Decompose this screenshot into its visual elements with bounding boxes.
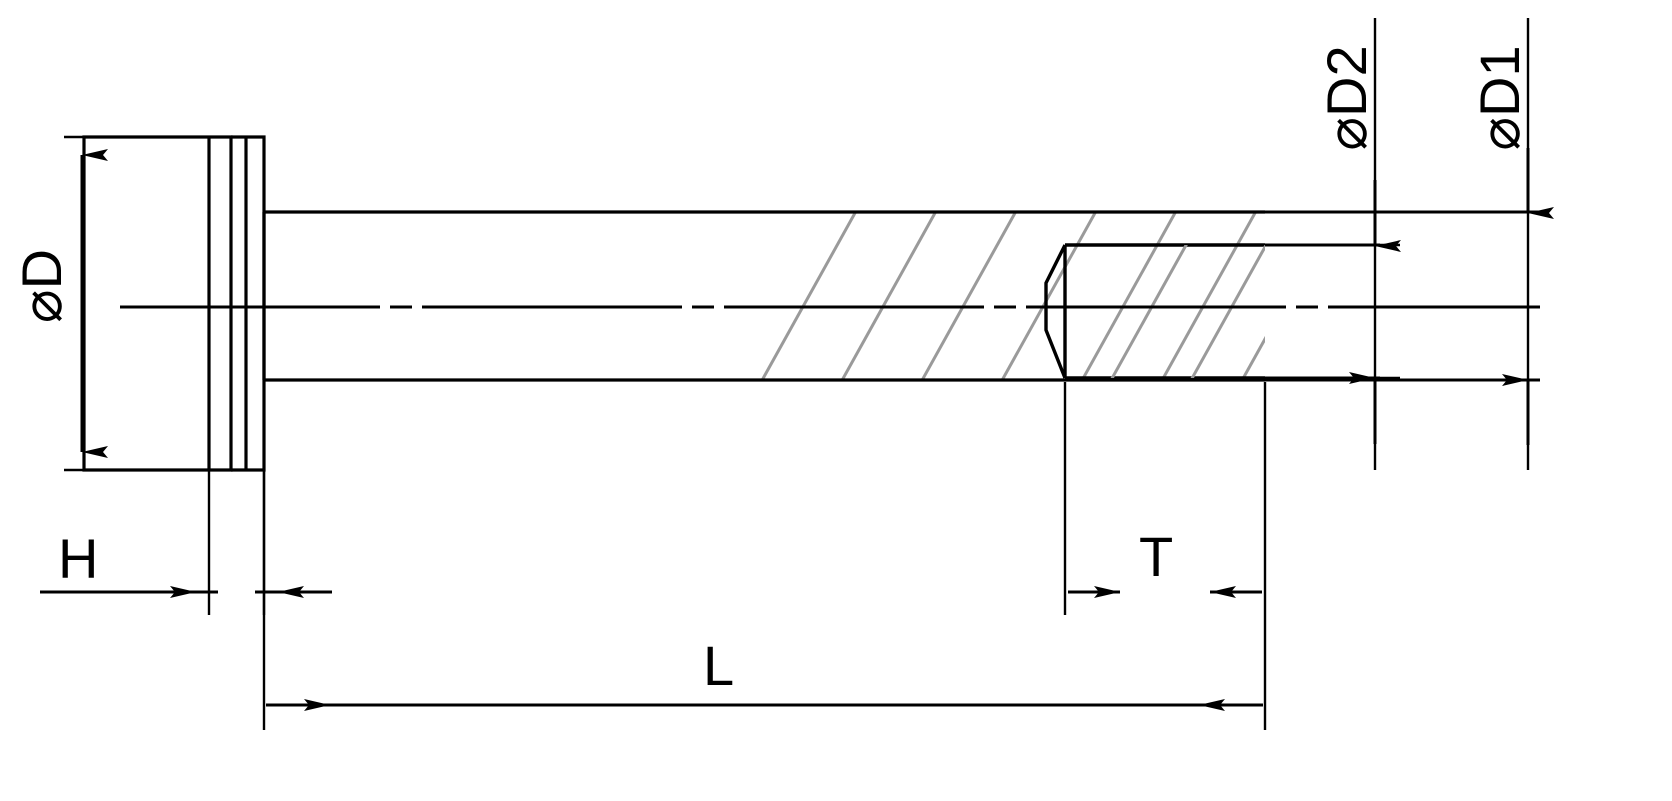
label-tip-length: T (1139, 525, 1174, 588)
label-minor-diameter: ⌀D2 (1315, 45, 1378, 151)
screw-tip-section (1044, 243, 1265, 380)
screw-head (82, 135, 266, 472)
screw-shank (262, 210, 1265, 382)
label-major-diameter: ⌀D1 (1468, 45, 1531, 151)
label-overall-length: L (703, 634, 735, 697)
label-head-height: H (58, 527, 99, 590)
extension-lines (64, 18, 1530, 730)
tip-thread-hatching (1098, 245, 1265, 378)
label-head-diameter: ⌀D (10, 248, 73, 324)
thread-crest-lines (1265, 210, 1540, 382)
